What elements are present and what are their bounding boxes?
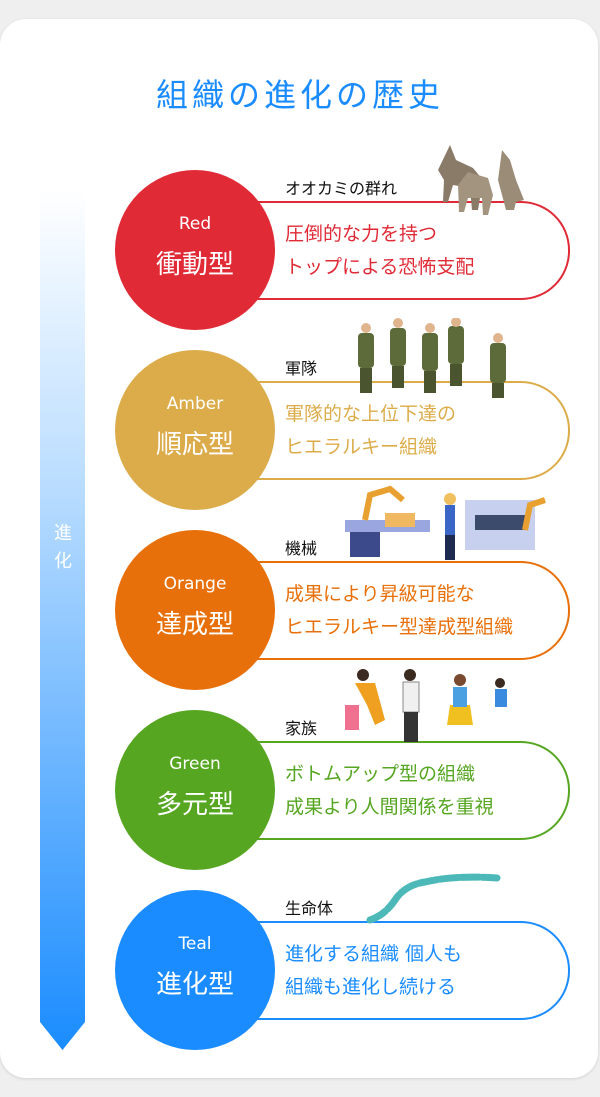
description-line: トップによる恐怖支配 xyxy=(285,256,475,278)
stage-circle: Orange 達成型 xyxy=(115,530,275,690)
robots-illustration xyxy=(345,485,560,569)
stage-caption: 生命体 xyxy=(285,899,334,918)
stage-description: 進化する組織 個人も 組織も進化し続ける xyxy=(285,938,462,1004)
stage-type-name: 達成型 xyxy=(155,610,234,640)
stage-description: 圧倒的な力を持つ トップによる恐怖支配 xyxy=(285,218,474,284)
stage-type-name: 多元型 xyxy=(155,790,234,820)
stage-pill xyxy=(240,921,570,1020)
arrow-label-char: 進 xyxy=(54,523,72,544)
stage-circle: Teal 進化型 xyxy=(115,890,275,1050)
arrow-label: 進 化 xyxy=(50,520,76,576)
stage-pill xyxy=(240,381,570,480)
stage-description: 軍隊的な上位下達の ヒエラルキー組織 xyxy=(285,398,456,464)
stage-pill xyxy=(240,561,570,660)
stage-circle: Red 衝動型 xyxy=(115,170,275,330)
description-line: 成果より人間関係を重視 xyxy=(285,796,494,818)
stage-color-name: Amber xyxy=(166,394,224,414)
stage-color-name: Orange xyxy=(163,574,227,594)
description-line: 組織も進化し続ける xyxy=(285,976,457,998)
stage-color-name: Teal xyxy=(178,934,212,954)
description-line: ヒエラルキー型達成型組織 xyxy=(285,616,514,638)
stage-row-green: 家族 Green 多元型 ボトムアップ型の組織 成果より人間関係を重視 xyxy=(0,669,600,880)
description-line: 成果により昇級可能な xyxy=(285,583,475,605)
stage-caption: 家族 xyxy=(285,719,318,738)
stage-row-teal: 生命体 Teal 進化型 進化する組織 個人も 組織も進化し続ける xyxy=(0,873,600,1060)
stage-caption: オオカミの群れ xyxy=(285,179,398,198)
arrow-label-char: 化 xyxy=(54,551,72,572)
soldiers-illustration xyxy=(350,317,510,402)
stage-type-name: 衝動型 xyxy=(155,250,234,280)
description-line: 軍隊的な上位下達の xyxy=(285,403,457,425)
wolves-illustration xyxy=(428,140,528,224)
stage-caption: 軍隊 xyxy=(285,359,318,378)
description-line: 進化する組織 個人も xyxy=(285,943,463,965)
page-title: 組織の進化の歴史 xyxy=(155,76,444,114)
family-illustration xyxy=(345,665,545,754)
stage-circle: Amber 順応型 xyxy=(115,350,275,510)
stage-type-name: 順応型 xyxy=(155,430,234,460)
organism-illustration xyxy=(365,870,505,929)
stage-pill xyxy=(240,201,570,300)
stage-color-name: Red xyxy=(178,214,212,234)
stage-description: 成果により昇級可能な ヒエラルキー型達成型組織 xyxy=(285,578,513,644)
stage-row-red: オオカミの群れ Red 衝動型 圧倒的な力を持つ トップによる恐怖支配 xyxy=(0,145,600,340)
stage-row-orange: 機械 Orange 達成型 成果により昇級可能な ヒエラルキー型達成型組織 xyxy=(0,485,600,700)
stage-description: ボトムアップ型の組織 成果より人間関係を重視 xyxy=(285,758,494,824)
description-line: 圧倒的な力を持つ xyxy=(285,223,438,245)
description-line: ボトムアップ型の組織 xyxy=(285,763,476,785)
stage-row-amber: 軍隊 Amber 順応型 軍隊的な上位下達の ヒエラルキー組織 xyxy=(0,317,600,520)
evolution-arrow xyxy=(40,190,85,1050)
stage-color-name: Green xyxy=(169,754,221,774)
stage-type-name: 進化型 xyxy=(155,970,234,1000)
stage-caption: 機械 xyxy=(285,539,318,558)
stage-circle: Green 多元型 xyxy=(115,710,275,870)
description-line: ヒエラルキー組織 xyxy=(285,436,438,458)
